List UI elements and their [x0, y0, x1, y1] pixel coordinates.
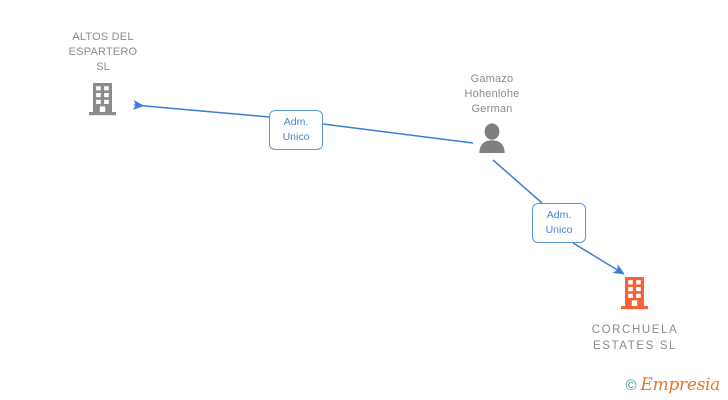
person-icon[interactable] — [476, 123, 508, 158]
node-label-corchuela: CORCHUELA ESTATES SL — [591, 324, 679, 352]
copyright-icon: © — [625, 376, 637, 394]
watermark-brand-text: Empresia — [640, 375, 721, 395]
node-company-corchuela-estates[interactable]: CORCHUELA ESTATES SL — [566, 276, 704, 354]
node-label-altos: ALTOS DEL ESPARTERO SL — [68, 31, 138, 73]
node-label-person: Gamazo Hohenlohe German — [464, 73, 520, 115]
node-company-altos-del-espartero[interactable]: ALTOS DEL ESPARTERO SL — [23, 30, 183, 121]
building-icon[interactable] — [88, 82, 118, 121]
building-icon[interactable] — [620, 276, 650, 315]
watermark-empresia: © Empresia — [625, 375, 720, 395]
edge-label-adm-unico-altos[interactable]: Adm. Unico — [269, 110, 323, 150]
edge-label-adm-unico-corchuela[interactable]: Adm. Unico — [532, 203, 586, 243]
node-person-gamazo-hohenlohe-german[interactable]: Gamazo Hohenlohe German — [418, 72, 566, 158]
